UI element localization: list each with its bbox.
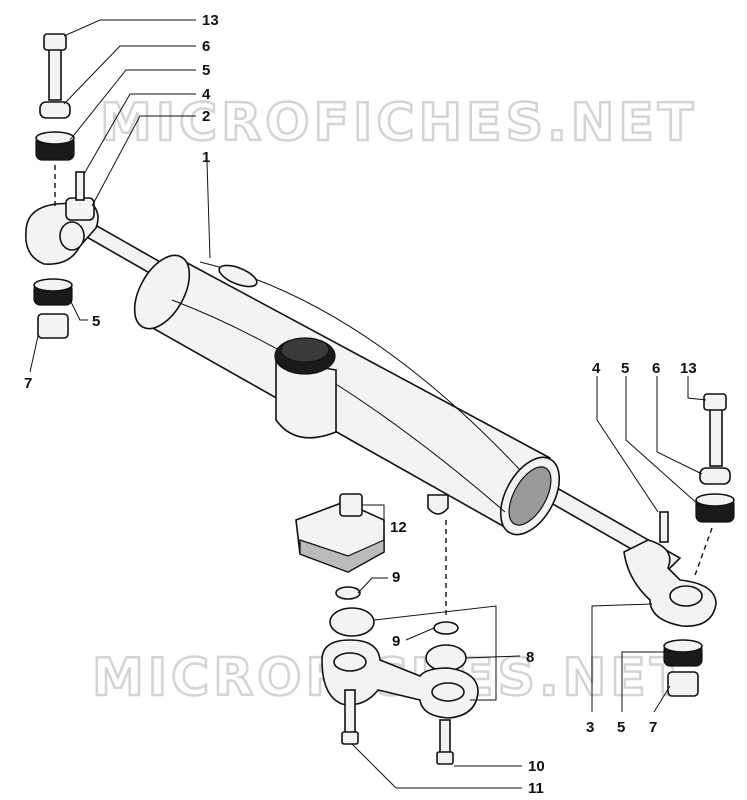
left-bolt-13 <box>48 43 62 101</box>
right-axis-line <box>693 527 713 579</box>
damper-end-mesh <box>508 466 552 526</box>
callout-9-upper: 9 <box>392 569 400 586</box>
right-bolt-13-head <box>703 393 727 411</box>
callout-5-right-top: 5 <box>621 360 629 377</box>
damper-cylinder <box>140 256 552 532</box>
callout-7-left: 7 <box>24 375 32 392</box>
leader-4-right <box>596 376 659 513</box>
callout-11: 11 <box>528 780 544 797</box>
callout-4-right: 4 <box>592 360 601 377</box>
nut-12 <box>339 493 363 517</box>
bolt-10 <box>439 719 451 755</box>
link-bore-left <box>333 652 367 672</box>
frame-bracket-shade <box>299 539 385 573</box>
link-bore-right <box>431 682 465 702</box>
leader-2-left <box>91 115 196 207</box>
right-rod-end-group <box>623 393 735 697</box>
callout-1: 1 <box>202 149 210 166</box>
callout-8: 8 <box>526 649 534 666</box>
leader-13-left <box>63 19 196 37</box>
adjuster-knob-top <box>280 337 330 363</box>
leader-lines <box>29 19 707 789</box>
right-bearing-5-top-face <box>695 493 735 507</box>
leader-9-lower <box>405 627 435 641</box>
bolt-11 <box>344 689 356 735</box>
leader-3 <box>591 603 653 712</box>
washer-9-upper <box>335 586 361 600</box>
left-rod-end-boss <box>65 197 95 221</box>
callout-13-right: 13 <box>680 360 697 377</box>
left-bearing-5-bottom-face <box>33 278 73 292</box>
left-rod-end-group <box>25 33 99 339</box>
right-screw-4 <box>659 511 669 543</box>
damper-mount-stud <box>427 494 449 515</box>
watermark-top: MICROFICHES.NET <box>100 93 697 153</box>
bolt-10-head <box>436 751 454 765</box>
damper-central-boss <box>275 359 337 439</box>
callout-5-right-bottom: 5 <box>617 719 625 736</box>
callout-5-left-bottom: 5 <box>92 313 100 330</box>
washer-9-lower <box>433 621 459 635</box>
frame-bracket-group <box>295 493 385 600</box>
leader-5-left-top <box>69 69 196 141</box>
callout-7-right: 7 <box>649 719 657 736</box>
callout-5-left-top: 5 <box>202 62 210 79</box>
leader-8-mid <box>465 655 521 659</box>
callout-12: 12 <box>390 519 407 536</box>
damper-cylinder-cap-left <box>133 254 191 330</box>
callout-6-left: 6 <box>202 38 210 55</box>
callout-labels: 13 6 5 4 2 1 5 7 4 5 6 13 12 9 9 8 3 5 7… <box>24 12 697 797</box>
callout-9-lower: 9 <box>392 633 400 650</box>
leader-9-upper <box>357 577 388 594</box>
spacer-8 <box>425 644 467 672</box>
leader-6-left <box>63 45 196 105</box>
left-rod-end-bore <box>59 221 85 251</box>
callout-13-left: 13 <box>202 12 219 29</box>
leader-8 <box>373 605 497 701</box>
left-washer-6 <box>39 101 71 119</box>
leader-5-right-top <box>625 376 701 507</box>
leader-7-left <box>29 335 39 373</box>
callout-10: 10 <box>528 758 545 775</box>
leader-7-right <box>653 685 671 713</box>
bolt-11-head <box>341 731 359 745</box>
right-rod-end-bore <box>669 585 703 607</box>
left-bushing-7 <box>37 313 69 339</box>
leader-4-left <box>83 93 196 175</box>
callout-3: 3 <box>586 719 594 736</box>
leader-1 <box>206 161 211 259</box>
right-bushing-7 <box>667 671 699 697</box>
link-bracket-group <box>321 520 479 765</box>
damper-logo <box>218 264 258 288</box>
leader-13-right <box>687 376 707 401</box>
right-bolt-13 <box>709 403 723 467</box>
leader-11 <box>351 743 522 789</box>
spacer-upper <box>329 607 375 637</box>
right-washer-6 <box>699 467 731 485</box>
right-bearing-5-bottom-face <box>663 639 703 653</box>
left-screw-4 <box>75 171 85 201</box>
leader-6-right <box>656 376 703 475</box>
leader-5-right-bottom <box>621 651 664 712</box>
leader-12 <box>362 504 385 522</box>
callout-4-left: 4 <box>202 86 211 103</box>
left-bearing-5-top-face <box>35 131 75 145</box>
left-bolt-13-head <box>43 33 67 51</box>
callout-2: 2 <box>202 108 210 125</box>
damper-assembly <box>76 221 682 571</box>
leader-5-left-bottom <box>69 299 88 321</box>
callout-6-right: 6 <box>652 360 660 377</box>
